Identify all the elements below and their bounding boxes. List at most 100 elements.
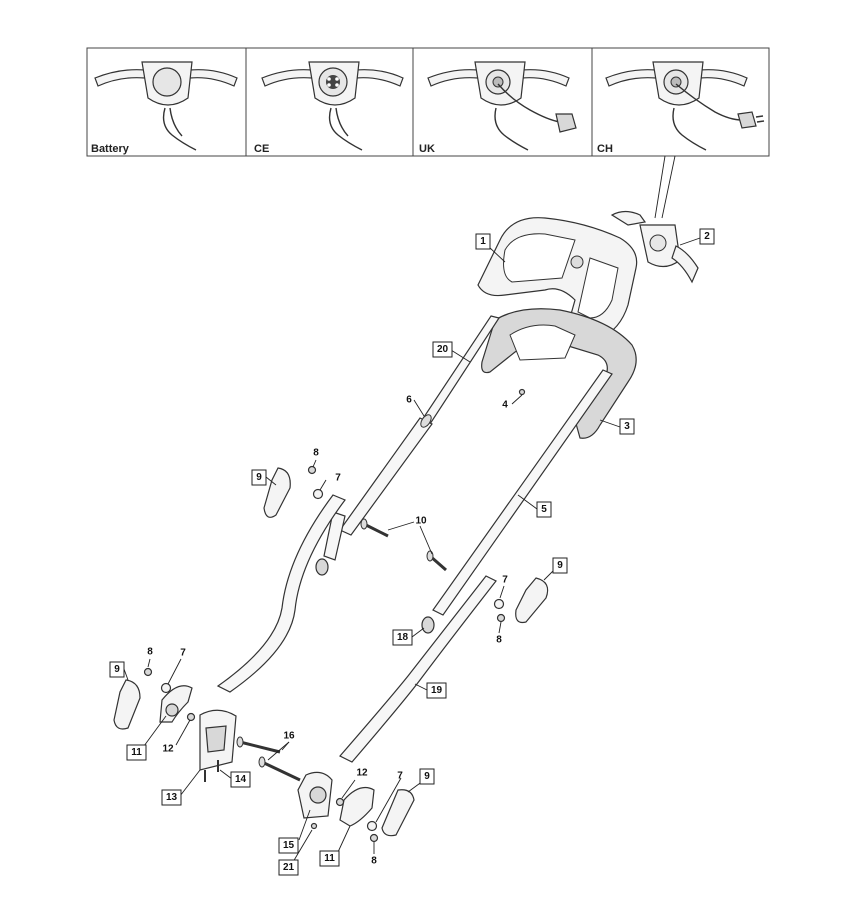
leader-line xyxy=(387,521,415,531)
leader-line xyxy=(599,419,621,428)
screw-12 xyxy=(335,797,345,807)
leader-line xyxy=(179,769,201,797)
leader-line xyxy=(175,719,191,746)
leader-line xyxy=(219,769,233,780)
callout-9-b: 9 xyxy=(557,560,563,571)
callout-13: 13 xyxy=(166,792,178,803)
bracket-slot xyxy=(205,725,227,753)
callout-8-c: 8 xyxy=(147,647,153,658)
callout-8-d: 8 xyxy=(371,856,377,867)
battery-cover xyxy=(152,67,182,97)
nut-8 xyxy=(369,833,379,843)
callout-box xyxy=(161,789,182,806)
cable-gland-core xyxy=(670,76,682,88)
callout-box xyxy=(278,837,299,854)
threaded-knob xyxy=(421,616,435,634)
callout-9-d: 9 xyxy=(424,771,430,782)
callout-7-d: 7 xyxy=(397,771,403,782)
variant-battery-panel: Battery xyxy=(91,61,238,155)
callout-10: 10 xyxy=(415,516,427,527)
callout-18: 18 xyxy=(397,632,409,643)
handlebar-right-grip xyxy=(189,69,238,87)
bolt-16 xyxy=(261,760,301,782)
ch-plug-icon xyxy=(737,111,757,129)
control-lever xyxy=(610,210,647,226)
callout-4: 4 xyxy=(502,400,508,411)
screw-4 xyxy=(518,388,526,396)
panel-connector-line xyxy=(654,155,666,219)
callout-9-c: 9 xyxy=(114,664,120,675)
callout-7-b: 7 xyxy=(502,575,508,586)
leader-line xyxy=(123,668,129,681)
callout-box xyxy=(426,682,447,699)
socket-plug-icon xyxy=(326,75,340,89)
upper-tube-right xyxy=(432,369,613,616)
washer-7 xyxy=(160,682,172,694)
callout-box xyxy=(230,771,251,788)
variant-ch-panel: CH xyxy=(597,61,765,155)
cable xyxy=(672,107,707,151)
callout-20: 20 xyxy=(437,344,449,355)
clamp-lever-11 xyxy=(339,787,375,827)
grip-9 xyxy=(113,679,141,730)
leader-line xyxy=(337,825,351,853)
handlebar-right-grip xyxy=(521,69,570,87)
callout-21: 21 xyxy=(283,862,295,873)
socket-pin xyxy=(335,83,339,87)
callout-box xyxy=(251,469,267,486)
callout-8-a: 8 xyxy=(313,448,319,459)
grip-9 xyxy=(515,577,549,624)
callout-box xyxy=(475,233,491,250)
leader-line xyxy=(319,479,327,491)
bolt-head xyxy=(426,550,434,562)
callout-box xyxy=(392,629,413,646)
leader-line xyxy=(499,585,505,599)
upper-handle-frame xyxy=(477,217,638,343)
screw-21 xyxy=(310,822,318,830)
leader-lines xyxy=(123,237,701,863)
callout-box xyxy=(126,744,147,761)
callout-box xyxy=(699,228,715,245)
grip-9 xyxy=(263,467,291,518)
lower-handle-frame xyxy=(481,308,637,439)
callout-11-b: 11 xyxy=(324,853,335,864)
callout-box xyxy=(536,501,552,518)
variant-panels: Battery CE UK xyxy=(86,47,770,157)
bolt-head xyxy=(236,736,244,748)
bracket-hub xyxy=(309,786,327,804)
callout-box xyxy=(419,768,435,785)
socket-pin xyxy=(327,83,331,87)
plug-pin xyxy=(756,120,765,123)
bracket-window xyxy=(509,324,576,361)
callout-11-a: 11 xyxy=(131,747,142,758)
leader-line xyxy=(450,349,471,363)
callout-3: 3 xyxy=(624,421,630,432)
threaded-knob xyxy=(315,558,329,576)
callout-box xyxy=(619,418,635,435)
callout-box xyxy=(319,850,340,867)
leader-line xyxy=(411,627,425,638)
leader-line xyxy=(281,741,290,751)
leader-line xyxy=(143,715,167,747)
socket-pin xyxy=(327,77,331,81)
handlebar-right-grip xyxy=(699,69,748,87)
leader-line xyxy=(265,476,277,486)
washer-7 xyxy=(366,820,378,832)
callout-2: 2 xyxy=(704,231,710,242)
cable-gland-core xyxy=(492,76,504,88)
clamp-hub xyxy=(165,703,179,717)
handle-window xyxy=(503,233,576,283)
variant-label-battery: Battery xyxy=(91,143,130,155)
callout-5: 5 xyxy=(541,504,547,515)
cable xyxy=(328,107,363,151)
callout-6: 6 xyxy=(406,395,412,406)
variant-label-ch: CH xyxy=(597,143,613,155)
callout-1: 1 xyxy=(480,236,486,247)
plug-pin xyxy=(755,115,764,118)
tube-end-left xyxy=(323,511,346,561)
callouts: 1 2 3 4 5 6 7 7 7 7 8 8 8 8 9 9 9 9 10 1… xyxy=(109,228,715,876)
callout-9-a: 9 xyxy=(256,472,262,483)
leader-line xyxy=(498,621,502,634)
leader-line xyxy=(167,658,182,685)
